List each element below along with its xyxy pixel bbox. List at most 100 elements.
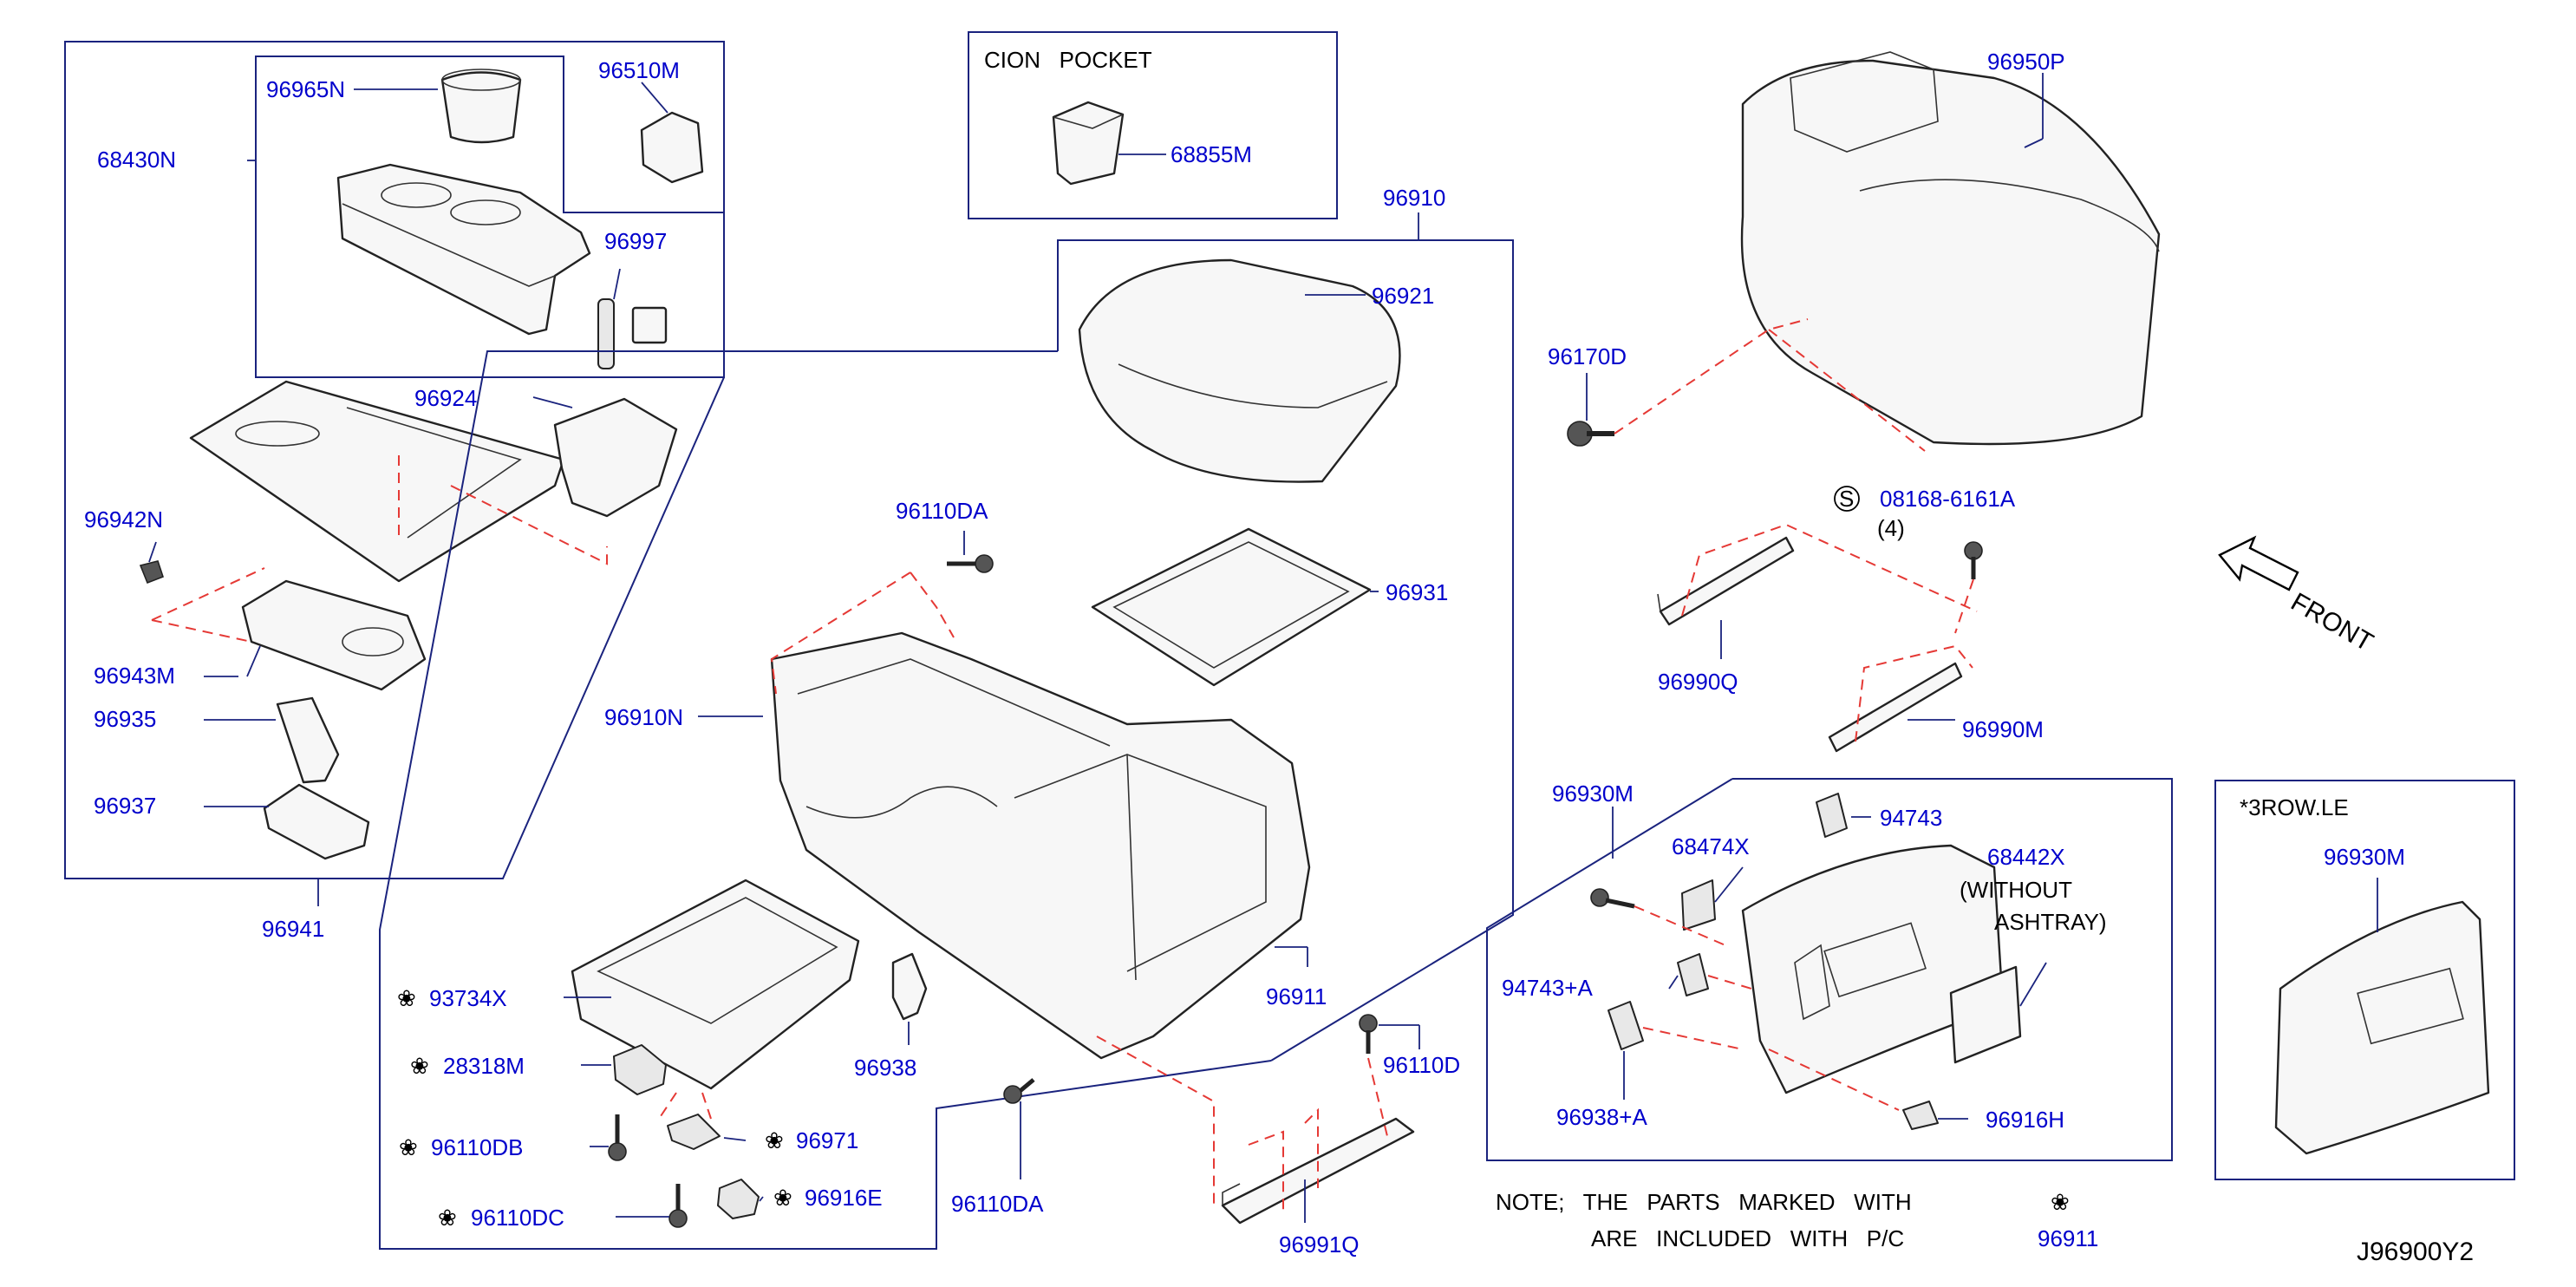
callout-93734X: 93734X: [429, 985, 507, 1011]
s-symbol: S: [1839, 486, 1854, 512]
callout-96910: 96910: [1383, 185, 1445, 211]
callout-96911: 96911: [1266, 983, 1327, 1009]
clip-94743A-part: [1677, 953, 1709, 996]
bracket-96937-part: [263, 783, 370, 860]
callout-96950P: 96950P: [1987, 49, 2065, 75]
note-line-1: NOTE; THE PARTS MARKED WITH: [1496, 1189, 1912, 1215]
lid-frame-part: [1091, 527, 1372, 687]
clip-96916H-part: [1902, 1101, 1939, 1130]
callout-68430N: 68430N: [97, 147, 176, 173]
callout-94743: 94743: [1880, 805, 1942, 831]
cup-holder-part: [336, 163, 591, 336]
group-box-68430N: [255, 56, 725, 378]
clip-94743-part: [1816, 793, 1848, 838]
group-box-96910: [1057, 239, 1514, 1062]
callout-96997: 96997: [604, 228, 667, 254]
callout-68442X-note1: (WITHOUT: [1960, 877, 2072, 903]
note-mark: ❀: [2051, 1189, 2070, 1215]
callout-96930M: 96930M: [1552, 781, 1634, 807]
callout-96941: 96941: [262, 916, 324, 942]
switch-96997-part: [597, 298, 668, 369]
callout-96931: 96931: [1386, 579, 1448, 605]
mark-96110DC: ❀: [438, 1205, 457, 1231]
callout-08168-6161A: 08168-6161A: [1880, 486, 2016, 512]
storage-tray-part: [571, 879, 860, 1090]
mark-96916E: ❀: [773, 1185, 792, 1211]
callout-96937: 96937: [94, 793, 156, 819]
callout-96942N: 96942N: [84, 506, 163, 532]
clip-96938-part: [891, 952, 928, 1021]
callout-96916H: 96916H: [1986, 1107, 2064, 1133]
callout-96938: 96938: [854, 1055, 916, 1081]
screw-96110DC-part: [668, 1184, 688, 1228]
ashtray-lid-68442X-part: [1949, 965, 2022, 1064]
callout-96110DA-bottom: 96110DA: [951, 1191, 1044, 1217]
callout-96938-A: 96938+A: [1556, 1104, 1647, 1130]
boot-96935-part: [276, 696, 340, 784]
box-cion-pocket-title: CION POCKET: [984, 47, 1152, 73]
callout-96110DA-top: 96110DA: [896, 498, 988, 524]
diagram-code: J96900Y2: [2357, 1238, 2474, 1266]
screw-96110DA-bottom-part: [1003, 1078, 1035, 1104]
finisher-panel-3row-part: [2274, 900, 2490, 1155]
callout-96935: 96935: [94, 706, 156, 732]
callout-96965N: 96965N: [266, 76, 345, 102]
note-line-2: ARE INCLUDED WITH P/C: [1591, 1225, 1904, 1251]
armrest-assembly-part: [1740, 51, 2161, 446]
callout-96910N: 96910N: [604, 704, 683, 730]
lid-96510M-part: [640, 111, 704, 184]
box-cion-pocket: [968, 31, 1338, 219]
callout-96971: 96971: [796, 1127, 858, 1153]
front-label: FRONT: [2286, 587, 2378, 657]
s-symbol-circle: [1834, 486, 1860, 512]
screw-96110DB-part: [608, 1114, 627, 1161]
shift-plate-part: [241, 579, 427, 691]
bracket-96990M-part: [1828, 662, 1963, 753]
screw-96110DA-top-part: [947, 554, 994, 573]
callout-96110DC: 96110DC: [471, 1205, 564, 1231]
callout-96110D: 96110D: [1383, 1052, 1460, 1078]
callout-96930M-inset: 96930M: [2324, 844, 2405, 870]
callout-08168-qty: (4): [1877, 515, 1905, 541]
box-3row-le: [2214, 780, 2515, 1180]
callout-96943M: 96943M: [94, 663, 175, 689]
part-28318M: [613, 1044, 667, 1095]
finisher-96924-part: [189, 380, 565, 583]
callout-68442X-note2: ASHTRAY): [1994, 909, 2107, 935]
group-box-96930M: [1486, 778, 2173, 1161]
bin-part: [553, 397, 678, 518]
callout-labels: 96965N 96510M 68430N 96997 96924 96942N …: [84, 47, 2474, 1266]
screw-08168-part: [1964, 541, 1983, 579]
group-box-96941: [64, 41, 725, 879]
bolt-96170D-part: [1567, 421, 1614, 447]
knob-96942N-part: [139, 560, 164, 585]
cup-insert-part: [440, 69, 522, 144]
callout-96921: 96921: [1372, 283, 1434, 309]
part-96916E: [717, 1179, 760, 1219]
callout-96991Q: 96991Q: [1279, 1231, 1360, 1258]
note-ref-96911: 96911: [2038, 1225, 2098, 1251]
mark-96110DB: ❀: [399, 1134, 418, 1160]
mark-93734X: ❀: [397, 985, 416, 1011]
console-body-part: [770, 631, 1311, 1060]
box-3row-title: *3ROW.LE: [2240, 794, 2349, 820]
callout-96990M: 96990M: [1962, 716, 2044, 742]
mark-28318M: ❀: [410, 1053, 429, 1079]
screw-96110D-part: [1359, 1014, 1378, 1054]
callout-96916E: 96916E: [805, 1185, 883, 1211]
callout-68855M: 68855M: [1171, 141, 1252, 167]
part-96971: [667, 1114, 721, 1150]
callout-94743-A: 94743+A: [1502, 975, 1593, 1001]
callout-28318M: 28318M: [443, 1053, 525, 1079]
callout-96990Q: 96990Q: [1658, 669, 1738, 695]
callout-96110DB: 96110DB: [431, 1134, 524, 1160]
callout-96924: 96924: [414, 385, 477, 411]
callout-96510M: 96510M: [598, 57, 680, 83]
pocket-68855M-part: [1052, 101, 1125, 186]
callout-68442X: 68442X: [1987, 844, 2065, 870]
callout-96170D: 96170D: [1548, 343, 1627, 369]
callout-68474X: 68474X: [1672, 833, 1750, 859]
bolt-68474X-part: [1590, 879, 1716, 931]
front-arrow: [2218, 535, 2299, 591]
